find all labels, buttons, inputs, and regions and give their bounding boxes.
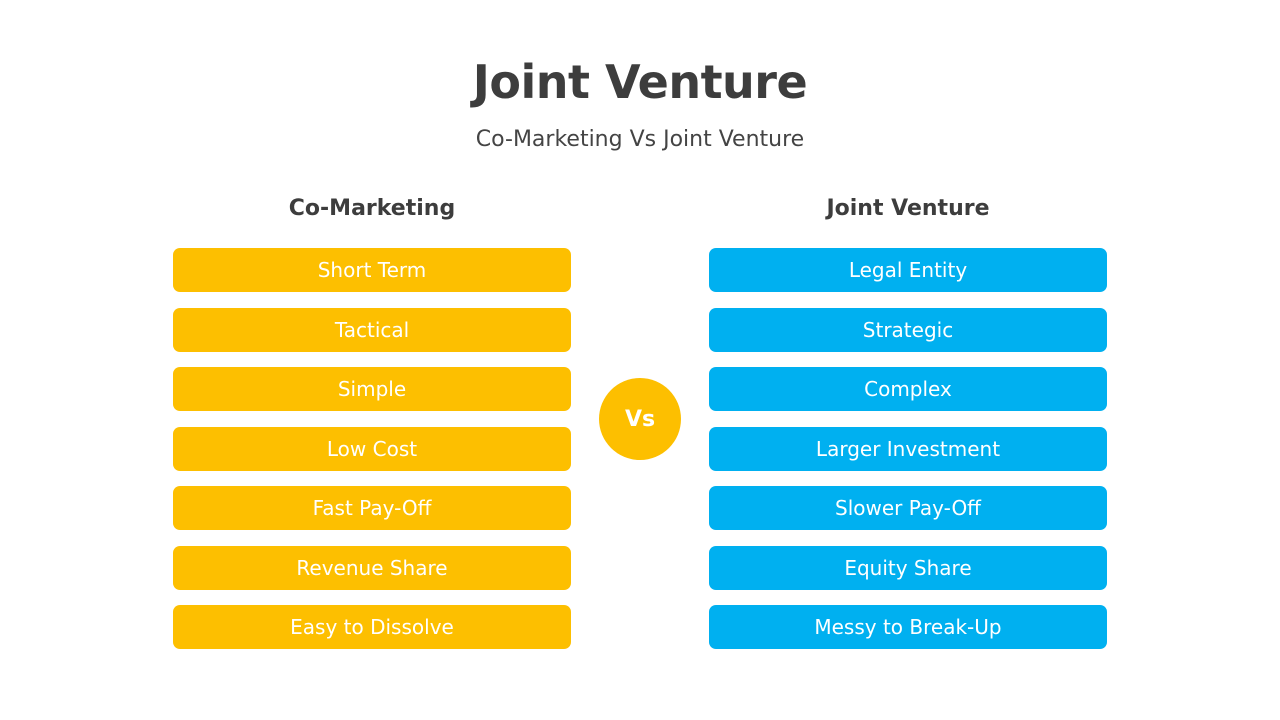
joint-venture-item: Complex [709,367,1107,411]
joint-venture-list: Legal Entity Strategic Complex Larger In… [709,248,1107,665]
joint-venture-item: Strategic [709,307,1107,352]
co-marketing-item: Short Term [173,248,571,292]
co-marketing-item: Fast Pay-Off [173,486,571,530]
page-subtitle: Co-Marketing Vs Joint Venture [475,127,805,152]
co-marketing-heading: Co-Marketing [288,196,456,221]
co-marketing-item: Simple [173,367,571,411]
co-marketing-item: Low Cost [173,426,571,471]
joint-venture-item: Equity Share [709,545,1107,590]
joint-venture-heading: Joint Venture [826,196,990,221]
co-marketing-item: Tactical [173,307,571,352]
co-marketing-list: Short Term Tactical Simple Low Cost Fast… [173,248,571,665]
joint-venture-item: Slower Pay-Off [709,486,1107,530]
co-marketing-item: Revenue Share [173,545,571,590]
page-title: Joint Venture [472,55,808,109]
joint-venture-item: Legal Entity [709,248,1107,292]
joint-venture-item: Messy to Break-Up [709,605,1107,649]
joint-venture-item: Larger Investment [709,426,1107,471]
vs-badge: Vs [599,378,681,460]
co-marketing-item: Easy to Dissolve [173,605,571,649]
